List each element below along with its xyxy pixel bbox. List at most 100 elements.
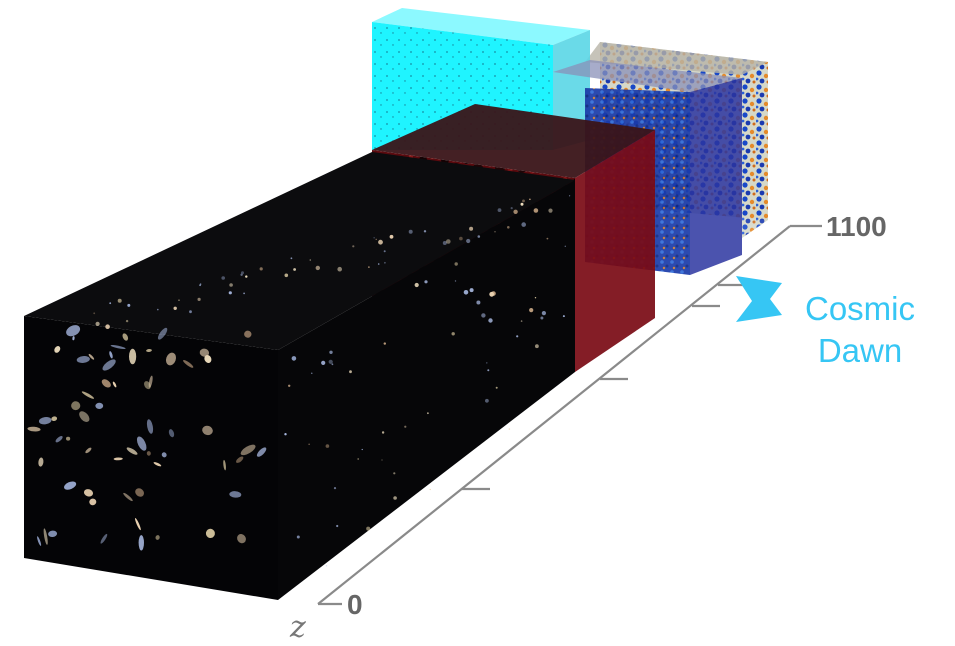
galaxy [205, 528, 215, 538]
near-universe-volume [24, 152, 575, 600]
galaxy [38, 457, 44, 467]
galaxy-speck [375, 238, 377, 240]
galaxy [204, 355, 212, 363]
galaxy [64, 481, 77, 490]
galaxy-speck [384, 261, 386, 264]
axis-start-label: 0 [347, 589, 363, 620]
cosmic-dawn-label-line2: Dawn [818, 332, 902, 369]
galaxy-speck [569, 195, 571, 197]
galaxy [112, 381, 117, 388]
galaxy-speck [508, 428, 511, 430]
galaxy-speck [336, 524, 339, 528]
galaxy-speck [548, 208, 553, 213]
galaxy [126, 447, 138, 455]
galaxy-speck [446, 239, 451, 244]
galaxy [157, 327, 168, 340]
galaxy-speck [333, 487, 337, 490]
galaxy-speck [337, 266, 343, 272]
galaxy [113, 457, 123, 461]
galaxy-speck [125, 319, 129, 323]
galaxy-speck [562, 315, 565, 318]
galaxy-speck [423, 230, 427, 233]
galaxy-speck [189, 310, 192, 314]
galaxy [144, 381, 151, 390]
galaxy-speck [381, 431, 385, 434]
galaxy [101, 379, 111, 388]
galaxy-speck [352, 245, 355, 248]
galaxy-speck [157, 308, 159, 311]
galaxy-speck [469, 288, 474, 293]
galaxy-speck [459, 236, 463, 241]
galaxy [66, 325, 81, 337]
galaxy-speck [117, 298, 122, 303]
galaxy [79, 411, 90, 422]
galaxy-speck [463, 290, 469, 295]
galaxy [146, 451, 151, 456]
galaxy-speck [173, 306, 177, 310]
galaxy-speck [95, 321, 100, 326]
galaxy [135, 488, 145, 497]
galaxy-speck [534, 297, 537, 299]
galaxy-speck [245, 275, 248, 278]
galaxy-speck [486, 362, 488, 364]
galaxy [244, 330, 252, 338]
galaxy-speck [284, 433, 287, 436]
galaxy-speck [383, 342, 386, 345]
galaxy-speck [442, 241, 447, 245]
galaxy-speck [308, 443, 310, 445]
galaxy-speck [349, 370, 352, 374]
galaxy [153, 462, 162, 467]
galaxy-speck [529, 308, 534, 313]
galaxy [129, 348, 137, 365]
galaxy-speck [240, 273, 243, 276]
galaxy [83, 489, 94, 497]
galaxy-speck [331, 363, 334, 366]
galaxy [43, 528, 48, 545]
galaxy-speck [93, 312, 96, 315]
cosmic-dawn-arrow-icon [736, 276, 782, 322]
galaxy [85, 447, 92, 454]
galaxy-speck [293, 268, 296, 271]
galaxy-speck [221, 276, 225, 280]
galaxy-speck [296, 535, 300, 539]
galaxy-speck [522, 199, 525, 203]
galaxy-speck [520, 202, 524, 206]
galaxy-speck [393, 472, 396, 475]
galaxy-speck [290, 257, 293, 260]
galaxy [223, 459, 226, 471]
galaxy [237, 533, 246, 544]
galaxy-speck [197, 297, 201, 301]
galaxy [146, 348, 152, 353]
galaxy-speck [321, 360, 326, 365]
galaxy-speck [507, 226, 510, 229]
galaxy [240, 444, 256, 456]
galaxy-speck [427, 412, 429, 415]
galaxy [183, 360, 194, 368]
galaxy-speck [373, 237, 375, 239]
galaxy-speck [454, 280, 457, 282]
galaxy [100, 533, 108, 544]
galaxy-speck [481, 313, 486, 318]
axis-end-label: 1100 [826, 211, 887, 242]
galaxy-speck [495, 386, 498, 389]
galaxy [66, 436, 71, 441]
galaxy-speck [325, 444, 330, 448]
galaxy-speck [521, 222, 526, 227]
galaxy-speck [241, 271, 244, 275]
axis-variable-label: z [289, 610, 306, 645]
galaxy-speck [546, 237, 549, 240]
galaxy-speck [404, 425, 407, 428]
galaxy-speck [497, 208, 502, 213]
galaxy-speck [414, 282, 419, 288]
galaxy [202, 425, 213, 436]
galaxy-speck [377, 263, 380, 265]
galaxy-speck [477, 235, 481, 238]
galaxy [229, 491, 242, 498]
galaxy-speck [494, 231, 496, 233]
galaxy-speck [429, 488, 431, 491]
galaxy-speck [393, 496, 397, 500]
galaxy [76, 356, 90, 363]
galaxy [236, 456, 244, 463]
galaxy-speck [361, 448, 363, 451]
